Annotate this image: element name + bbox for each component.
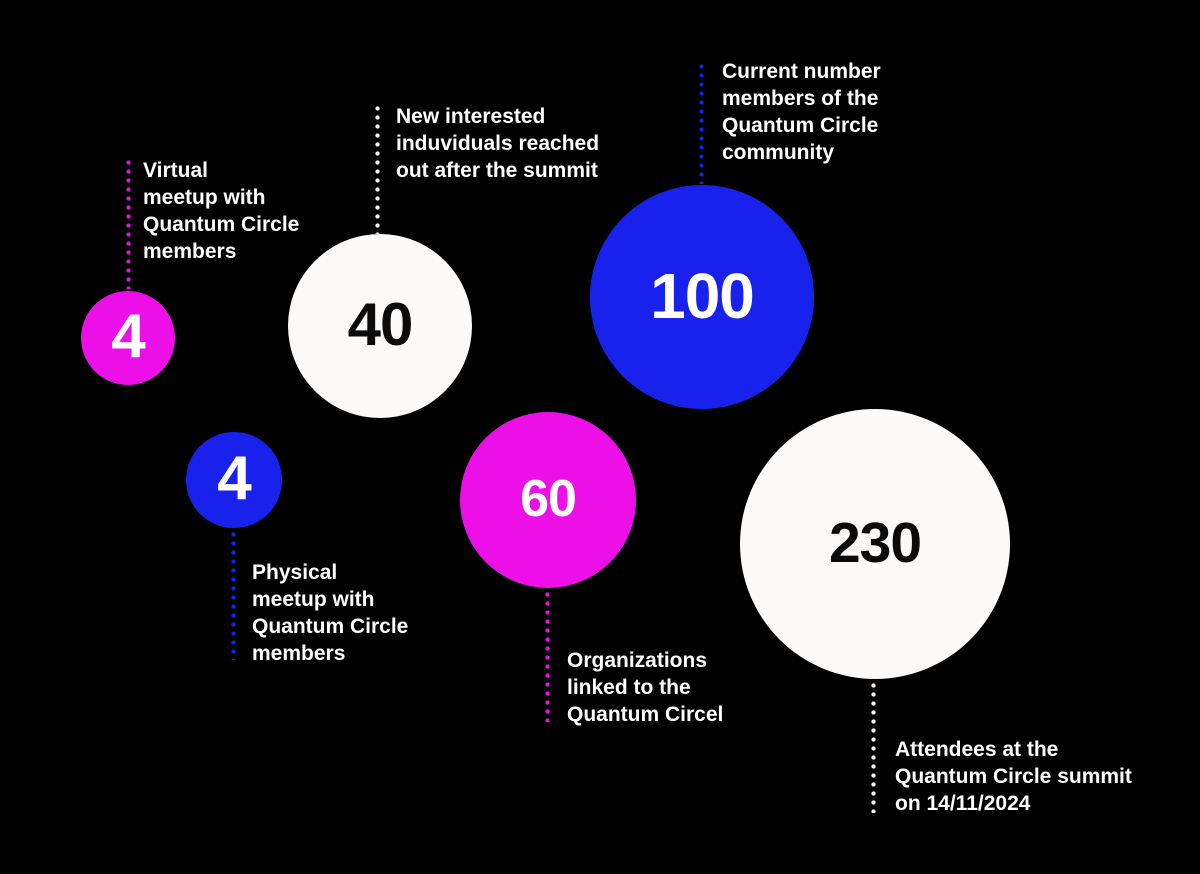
bubble-label-line: New interested: [396, 105, 546, 128]
bubble-label-line: linked to the: [567, 676, 691, 699]
bubble-label-line: out after the summit: [396, 159, 598, 182]
bubble-label-line: Attendees at the: [895, 738, 1059, 761]
bubble-value: 4: [111, 302, 145, 371]
bubble-label-line: Quantum Circel: [567, 703, 724, 726]
bubble-value: 40: [347, 291, 414, 358]
bubble-label-line: Quantum Circle summit: [895, 765, 1132, 788]
bubble-label-line: meetup with: [252, 588, 375, 611]
bubble-community-members: 100: [590, 185, 814, 409]
bubble-label-line: Organizations: [567, 649, 708, 672]
bubble-virtual-meetup: 4: [81, 291, 175, 385]
bubble-label-line: members of the: [722, 87, 879, 110]
bubble-value: 100: [650, 260, 755, 332]
bubble-label-line: Virtual: [143, 159, 208, 182]
bubble-label-line: Quantum Circle: [252, 615, 409, 638]
bubble-label-line: members: [252, 642, 346, 665]
bubble-new-interested: 40: [288, 234, 472, 418]
dotted-connector: [871, 681, 876, 813]
bubble-label-line: meetup with: [143, 186, 266, 209]
bubble-physical-meetup: 4: [186, 432, 282, 528]
bubble-label: Virtual meetup with Quantum Circle membe…: [143, 157, 299, 265]
bubble-label: Attendees at the Quantum Circle summit o…: [895, 736, 1132, 817]
bubble-label-line: community: [722, 141, 835, 164]
bubble-label-line: on 14/11/2024: [895, 792, 1031, 815]
bubble-organizations: 60: [460, 412, 636, 588]
dotted-connector: [545, 590, 550, 722]
bubble-label-line: Current number: [722, 60, 881, 83]
bubble-label-line: members: [143, 240, 237, 263]
bubble-value: 230: [828, 510, 922, 575]
dotted-connector: [231, 530, 236, 660]
bubble-summit-attendees: 230: [740, 409, 1010, 679]
dotted-connector: [126, 158, 131, 289]
bubble-label: Organizations linked to the Quantum Circ…: [567, 647, 723, 728]
bubble-label-line: induviduals reached: [396, 132, 600, 155]
bubble-value: 60: [520, 470, 577, 528]
dotted-connector: [699, 62, 704, 184]
dotted-connector: [375, 104, 380, 234]
bubble-label: Physical meetup with Quantum Circle memb…: [252, 559, 408, 667]
bubble-label: New interested induviduals reached out a…: [396, 103, 599, 184]
bubble-label-line: Quantum Circle: [143, 213, 300, 236]
bubble-label-line: Physical: [252, 561, 338, 584]
bubble-label: Current number members of the Quantum Ci…: [722, 58, 881, 166]
bubble-value: 4: [217, 444, 251, 513]
bubble-label-line: Quantum Circle: [722, 114, 879, 137]
